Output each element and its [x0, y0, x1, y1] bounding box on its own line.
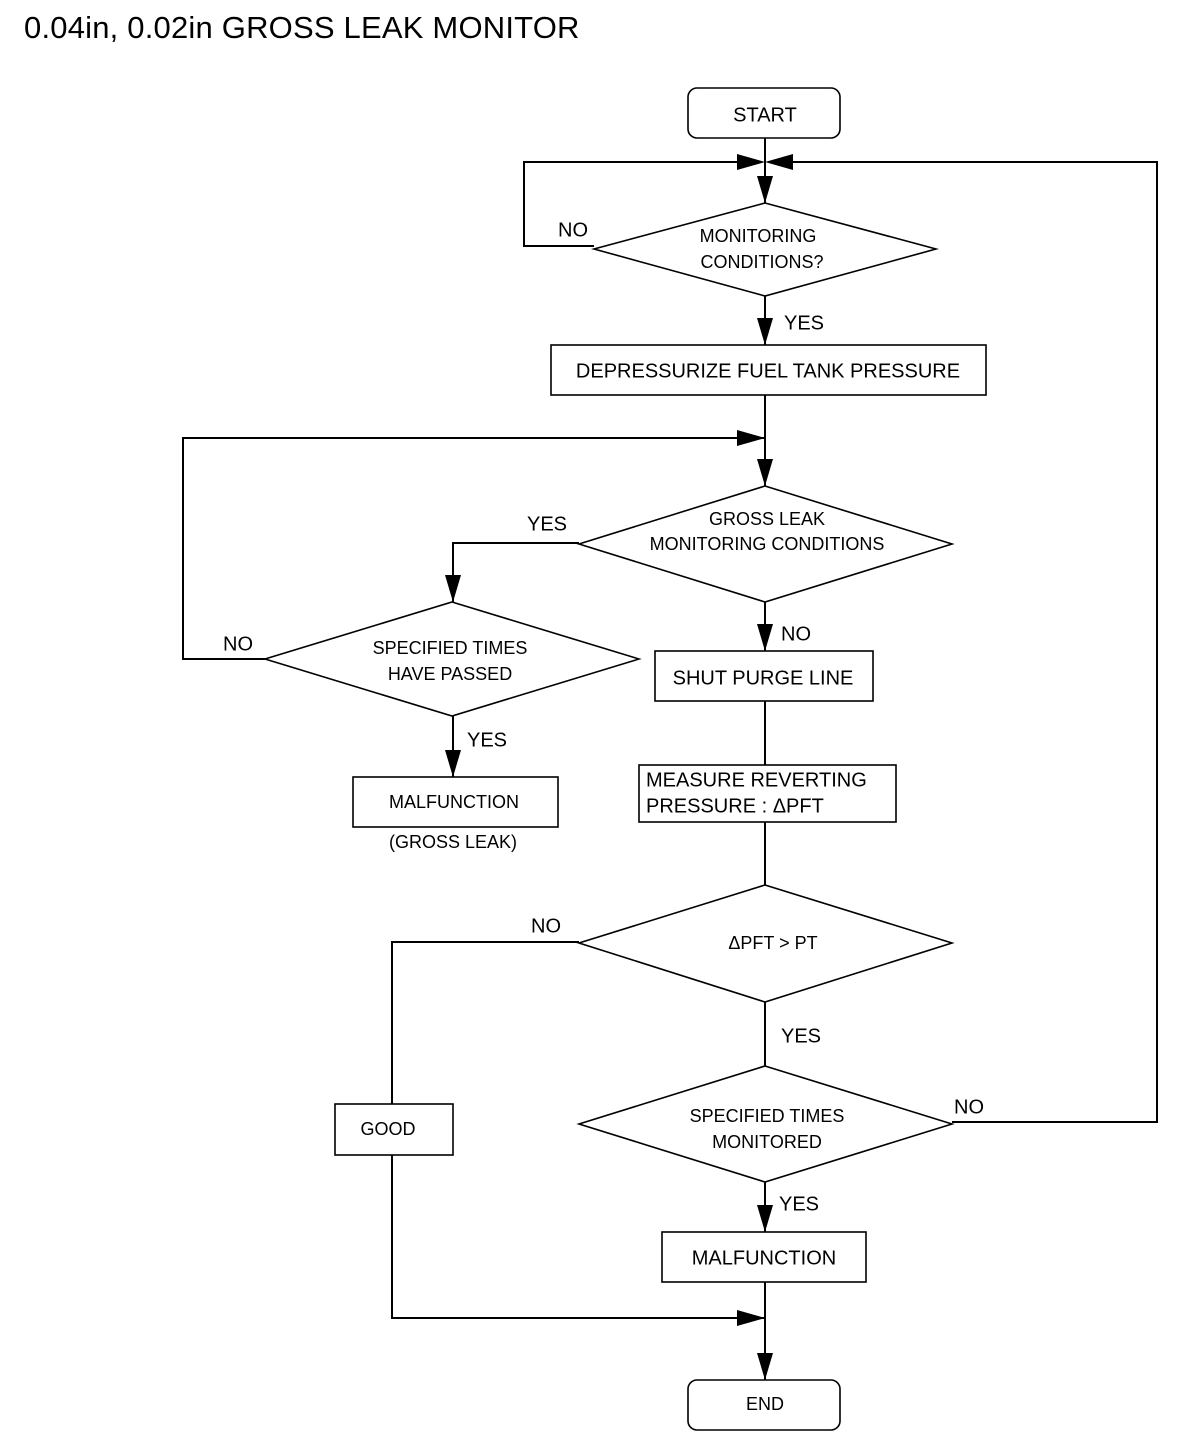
- malfunction-process: MALFUNCTION: [661, 1231, 867, 1283]
- specified-times-monitored-line2: MONITORED: [712, 1132, 822, 1152]
- specified-times-passed-line1: SPECIFIED TIMES: [373, 638, 528, 658]
- gross-leak-conditions-decision: GROSS LEAK MONITORING CONDITIONS: [576, 485, 955, 603]
- measure-reverting-line1: MEASURE REVERTING: [646, 769, 867, 791]
- end-text: END: [746, 1394, 784, 1414]
- pft-compare-decision: ΔPFT > PT: [576, 884, 955, 1003]
- gross-no-label: NO: [781, 623, 811, 645]
- times-passed-yes-label: YES: [467, 729, 507, 751]
- page-title: 0.04in, 0.02in GROSS LEAK MONITOR: [24, 10, 580, 45]
- monitoring-conditions-decision: MONITORING CONDITIONS?: [590, 202, 940, 297]
- specified-times-monitored-line1: SPECIFIED TIMES: [690, 1106, 845, 1126]
- arrow-into-times-passed: [445, 575, 461, 602]
- arrow-into-shut-purge: [757, 624, 773, 651]
- arrow-into-end-merge: [737, 1310, 765, 1326]
- pft-no-label: NO: [531, 915, 561, 937]
- arrow-into-end: [757, 1353, 773, 1380]
- arrow-into-gross-leak: [757, 459, 773, 486]
- good-process: GOOD: [334, 1103, 454, 1156]
- depressurize-text: DEPRESSURIZE FUEL TANK PRESSURE: [576, 360, 960, 382]
- times-passed-no-label: NO: [223, 633, 253, 655]
- gross-yes-label: YES: [527, 513, 567, 535]
- arrow-into-depressurize: [757, 318, 773, 345]
- end-node: END: [687, 1379, 841, 1431]
- start-text: START: [733, 104, 797, 126]
- malfunction-gross-text: MALFUNCTION: [389, 792, 519, 812]
- specified-times-passed-line2: HAVE PASSED: [388, 664, 512, 684]
- arrow-heads: [445, 154, 793, 1380]
- monitored-no-label: NO: [954, 1096, 984, 1118]
- start-node: START: [687, 87, 841, 139]
- arrow-into-start-merge-left: [737, 154, 765, 170]
- monitoring-no-label: NO: [558, 219, 588, 241]
- arrow-into-loop-merge: [737, 430, 765, 446]
- monitoring-conditions-line1: MONITORING: [700, 226, 817, 246]
- arrow-into-malfunction: [757, 1205, 773, 1232]
- arrow-into-monitoring: [757, 176, 773, 203]
- malfunction-gross-leak-process: MALFUNCTION: [352, 776, 559, 828]
- pft-compare-text: ΔPFT > PT: [728, 933, 817, 953]
- monitored-yes-label: YES: [779, 1193, 819, 1215]
- gross-leak-conditions-line2: MONITORING CONDITIONS: [650, 534, 885, 554]
- specified-times-passed-decision: SPECIFIED TIMES HAVE PASSED: [262, 601, 642, 717]
- connectors: [182, 138, 1158, 1380]
- measure-reverting-process: MEASURE REVERTING PRESSURE : ΔPFT: [638, 764, 897, 823]
- gross-leak-conditions-line1: GROSS LEAK: [709, 509, 825, 529]
- good-text: GOOD: [360, 1119, 415, 1139]
- shut-purge-text: SHUT PURGE LINE: [673, 667, 854, 689]
- arrow-into-malfunction-gross: [445, 750, 461, 777]
- measure-reverting-line2: PRESSURE : ΔPFT: [646, 795, 824, 817]
- malfunction-text: MALFUNCTION: [692, 1247, 836, 1269]
- shut-purge-line-process: SHUT PURGE LINE: [654, 650, 874, 702]
- depressurize-process: DEPRESSURIZE FUEL TANK PRESSURE: [550, 344, 987, 396]
- specified-times-monitored-decision: SPECIFIED TIMES MONITORED: [576, 1065, 955, 1183]
- arrow-into-start-merge-right: [765, 154, 793, 170]
- monitoring-conditions-line2: CONDITIONS?: [700, 252, 823, 272]
- malfunction-gross-note: (GROSS LEAK): [389, 832, 517, 852]
- monitoring-yes-label: YES: [784, 312, 824, 334]
- pft-yes-label: YES: [781, 1025, 821, 1047]
